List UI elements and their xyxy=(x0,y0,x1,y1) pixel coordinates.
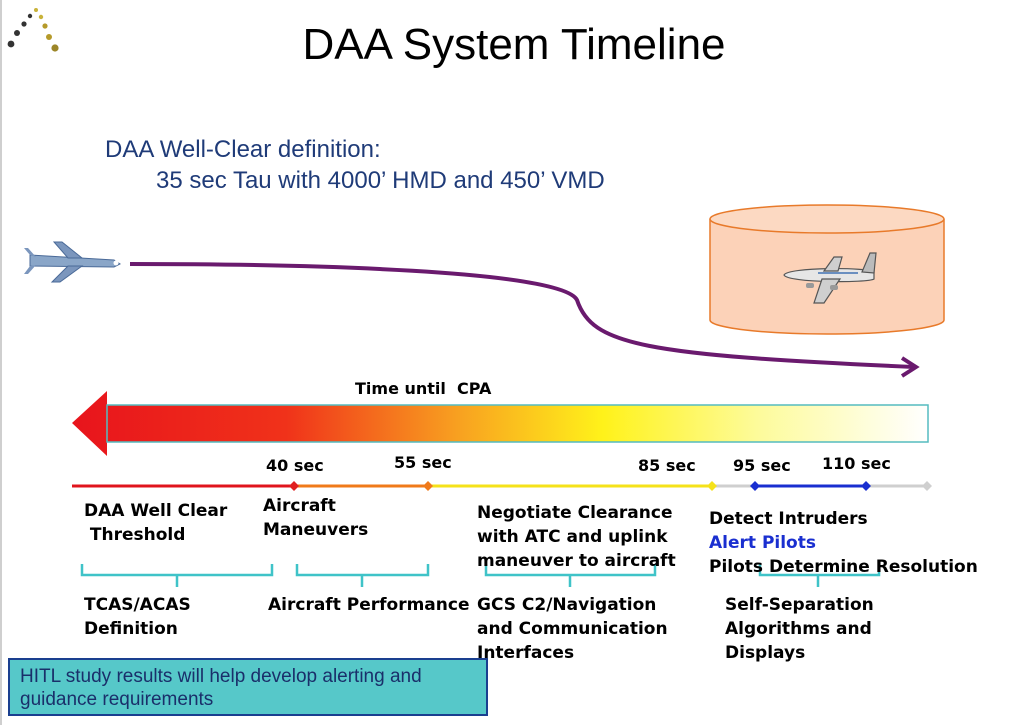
tick-label-95: 95 sec xyxy=(733,456,791,475)
phase-pilots-determine-resolution: Pilots Determine Resolution xyxy=(709,557,978,577)
tick-marker-55 xyxy=(423,481,433,491)
definition-heading: DAA Well-Clear definition: xyxy=(105,136,381,163)
bracket-self-separation xyxy=(758,564,881,587)
bracket-label-tcas: TCAS/ACAS Definition xyxy=(84,595,191,639)
tick-marker-110 xyxy=(861,481,871,491)
tick-label-110: 110 sec xyxy=(822,454,891,473)
phase-well-clear-threshold: DAA Well Clear Threshold xyxy=(84,501,228,545)
tick-label-55: 55 sec xyxy=(394,453,452,472)
bracket-gcs xyxy=(484,564,657,587)
tick-label-40: 40 sec xyxy=(266,456,324,475)
arrow-label: Time until CPA xyxy=(355,379,492,398)
phase-negotiate-clearance: Negotiate Clearance with ATC and uplink … xyxy=(477,503,676,571)
flight-path-arrowhead xyxy=(900,356,920,378)
uav-icon xyxy=(24,241,121,283)
page-title: DAA System Timeline xyxy=(302,20,726,69)
time-until-cpa-arrow xyxy=(72,391,929,456)
logo-dots-icon xyxy=(7,8,59,52)
phase-alert-pilots: Alert Pilots xyxy=(709,533,816,553)
flight-path xyxy=(129,262,915,369)
definition-detail: 35 sec Tau with 4000’ HMD and 450’ VMD xyxy=(156,167,605,194)
intruder-aircraft-icon xyxy=(783,252,877,304)
tick-marker-95 xyxy=(750,481,760,491)
hitl-callout-text: HITL study results will help develop ale… xyxy=(20,666,422,710)
bracket-label-self-separation: Self-Separation Algorithms and Displays xyxy=(725,595,874,663)
timeline xyxy=(72,481,932,491)
bracket-label-performance: Aircraft Performance xyxy=(268,595,470,615)
tick-label-85: 85 sec xyxy=(638,456,696,475)
bracket-label-gcs: GCS C2/Navigation and Communication Inte… xyxy=(477,595,668,663)
phase-aircraft-maneuvers: Aircraft Maneuvers xyxy=(263,496,369,540)
tick-marker-end xyxy=(922,481,932,491)
tick-marker-40 xyxy=(289,481,299,491)
tick-marker-85 xyxy=(707,481,717,491)
phase-detect-intruders: Detect Intruders xyxy=(709,509,868,529)
hitl-callout-box: HITL study results will help develop ale… xyxy=(8,658,488,716)
bracket-tcas xyxy=(80,564,274,587)
bracket-performance xyxy=(295,564,430,587)
brackets xyxy=(80,564,881,587)
